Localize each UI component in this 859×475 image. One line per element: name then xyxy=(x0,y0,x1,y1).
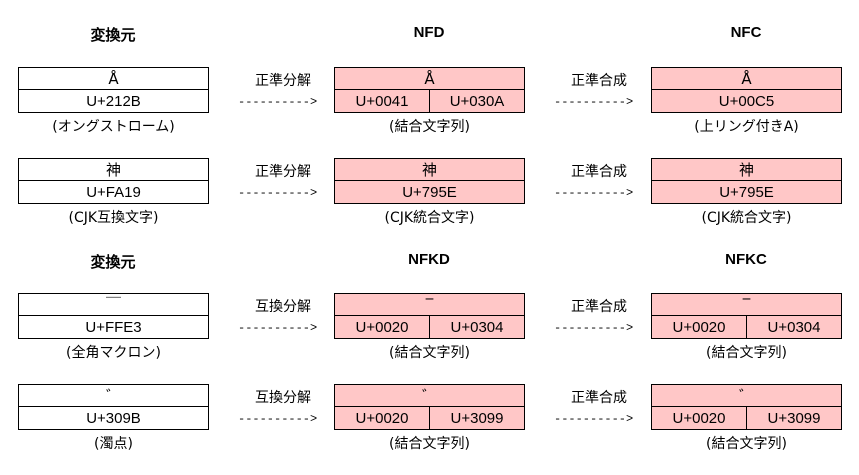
nfkc-code-2: U+3099 xyxy=(767,409,821,427)
operation-label: 互換分解 xyxy=(255,390,311,406)
header-source-1: 変換元 xyxy=(90,27,136,44)
operation-label: 正準合成 xyxy=(571,73,627,89)
operation-label: 正準合成 xyxy=(571,164,627,180)
nfc-caption: (上リング付きA) xyxy=(694,119,799,135)
source-glyph: Å xyxy=(108,69,119,88)
source-caption: (全角マクロン) xyxy=(66,345,161,361)
nfkd-code-2: U+0304 xyxy=(450,318,504,336)
source-code: U+FFE3 xyxy=(85,318,142,336)
nfc-code: U+00C5 xyxy=(718,92,775,110)
nfd-caption: (CJK統合文字) xyxy=(384,210,475,226)
nfc-box-angstrom: Å U+00C5 xyxy=(651,67,842,113)
nfd-box-angstrom: Å U+0041 U+030A xyxy=(334,67,525,113)
header-nfc: NFC xyxy=(730,24,762,41)
nfc-code: U+795E xyxy=(719,183,774,201)
nfkd-code-1: U+0020 xyxy=(355,409,409,427)
nfkd-code-2: U+3099 xyxy=(450,409,504,427)
nfkd-caption: (結合文字列) xyxy=(389,436,470,452)
nfc-glyph: Å xyxy=(741,69,752,88)
nfkc-glyph: ゛ xyxy=(738,387,754,405)
nfkc-caption: (結合文字列) xyxy=(706,436,787,452)
source-caption: (オングストローム) xyxy=(52,119,175,135)
arrow: ----------> xyxy=(238,412,318,426)
header-source-2: 変換元 xyxy=(90,254,136,271)
nfkc-code-1: U+0020 xyxy=(672,318,726,336)
nfkc-box-dakuten: ゛ U+0020 U+3099 xyxy=(651,384,842,430)
source-box-dakuten: ゛ U+309B xyxy=(18,384,209,430)
operation-label: 正準分解 xyxy=(255,164,311,180)
nfd-glyph: 神 xyxy=(421,161,437,179)
operation-label: 互換分解 xyxy=(255,299,311,315)
nfc-caption: (CJK統合文字) xyxy=(701,210,792,226)
source-code: U+FA19 xyxy=(86,183,141,201)
nfd-caption: (結合文字列) xyxy=(389,119,470,135)
source-glyph: ゛ xyxy=(105,387,121,405)
nfd-code-1: U+0041 xyxy=(355,92,409,110)
nfc-glyph: 神 xyxy=(738,161,754,179)
arrow: ----------> xyxy=(238,95,318,109)
nfkd-glyph: ゛ xyxy=(421,387,437,405)
nfkd-glyph: ‾ xyxy=(425,295,434,314)
source-caption: (CJK互換文字) xyxy=(68,210,159,226)
arrow: ----------> xyxy=(238,321,318,335)
nfkc-code-2: U+0304 xyxy=(767,318,821,336)
nfkd-box-macron: ‾ U+0020 U+0304 xyxy=(334,293,525,339)
source-box-macron: ￣ U+FFE3 xyxy=(18,293,209,339)
source-code: U+212B xyxy=(86,92,141,110)
nfkd-code-1: U+0020 xyxy=(355,318,409,336)
header-nfd: NFD xyxy=(413,24,445,41)
source-box-angstrom: Å U+212B xyxy=(18,67,209,113)
operation-label: 正準合成 xyxy=(571,390,627,406)
nfkc-code-1: U+0020 xyxy=(672,409,726,427)
nfd-code-2: U+030A xyxy=(449,92,505,110)
arrow: ----------> xyxy=(238,186,318,200)
operation-label: 正準分解 xyxy=(255,73,311,89)
nfc-box-kami: 神 U+795E xyxy=(651,158,842,204)
nfkc-box-macron: ‾ U+0020 U+0304 xyxy=(651,293,842,339)
header-nfkc: NFKC xyxy=(725,251,767,268)
nfkc-caption: (結合文字列) xyxy=(706,345,787,361)
operation-label: 正準合成 xyxy=(571,299,627,315)
arrow: ----------> xyxy=(554,412,634,426)
arrow: ----------> xyxy=(554,186,634,200)
nfd-code: U+795E xyxy=(402,183,457,201)
nfkd-caption: (結合文字列) xyxy=(389,345,470,361)
source-code: U+309B xyxy=(86,409,141,427)
header-nfkd: NFKD xyxy=(408,251,450,268)
nfkd-box-dakuten: ゛ U+0020 U+3099 xyxy=(334,384,525,430)
source-glyph: ￣ xyxy=(105,296,121,314)
arrow: ----------> xyxy=(554,321,634,335)
source-box-kami: 神 U+FA19 xyxy=(18,158,209,204)
nfd-box-kami: 神 U+795E xyxy=(334,158,525,204)
arrow: ----------> xyxy=(554,95,634,109)
nfkc-glyph: ‾ xyxy=(742,295,751,314)
nfd-glyph: Å xyxy=(424,69,435,88)
source-glyph: 神 xyxy=(105,161,121,179)
source-caption: (濁点) xyxy=(94,436,133,452)
